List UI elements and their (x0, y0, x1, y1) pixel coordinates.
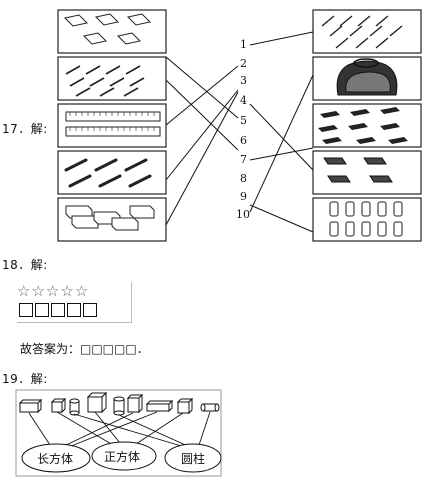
q17-number-10: 10 (236, 208, 250, 221)
q17-label: 17．解: (2, 122, 48, 136)
q18-label: 18．解: (2, 258, 48, 272)
left-box-books (57, 9, 167, 54)
solid-cuboid-1 (18, 398, 43, 414)
solid-cylinder-2 (113, 396, 125, 416)
solid-cube-2 (86, 391, 108, 414)
solid-cuboid-3 (145, 399, 174, 413)
oval-label-cube: 正方体 (104, 450, 141, 464)
q18-figure: ☆☆☆☆☆ (17, 282, 132, 323)
solid-cylinder-3 (200, 403, 220, 412)
q19-match-lines (28, 411, 211, 449)
q18-stars: ☆☆☆☆☆ (17, 282, 90, 300)
solid-cuboid-2 (126, 393, 144, 414)
left-box-rulers (57, 103, 167, 148)
q18-answer: 故答案为：□□□□□． (20, 342, 149, 356)
left-box-pencils (57, 150, 167, 195)
q17-number-8: 8 (240, 172, 247, 185)
q17-number-4: 4 (240, 94, 247, 107)
q17-number-9: 9 (240, 190, 247, 203)
solid-cylinder-1 (69, 398, 80, 416)
right-box-bottles (312, 197, 422, 242)
q17-number-3: 3 (240, 74, 247, 87)
oval-cube (91, 441, 157, 471)
oval-cylinder (164, 443, 222, 473)
solid-cube-1 (50, 397, 67, 414)
right-box-backpack (312, 56, 422, 101)
q17-number-2: 2 (240, 57, 247, 70)
oval-cuboid (21, 443, 91, 473)
q17-number-7: 7 (240, 153, 247, 166)
oval-label-cuboid: 长方体 (37, 452, 74, 466)
q17-match-lines (165, 31, 314, 233)
solid-cube-3 (176, 397, 194, 415)
left-box-erasers (57, 197, 167, 242)
q17-number-1: 1 (240, 38, 247, 51)
right-box-pens (312, 9, 422, 54)
left-box-pens (57, 56, 167, 101)
q19-label: 19．解: (2, 372, 48, 386)
q17-number-5: 5 (240, 114, 247, 127)
right-box-sharpeners (312, 150, 422, 195)
right-box-boxes (312, 103, 422, 148)
q18-squares (19, 302, 97, 321)
oval-label-cylinder: 圆柱 (181, 452, 206, 466)
q17-number-6: 6 (240, 134, 247, 147)
